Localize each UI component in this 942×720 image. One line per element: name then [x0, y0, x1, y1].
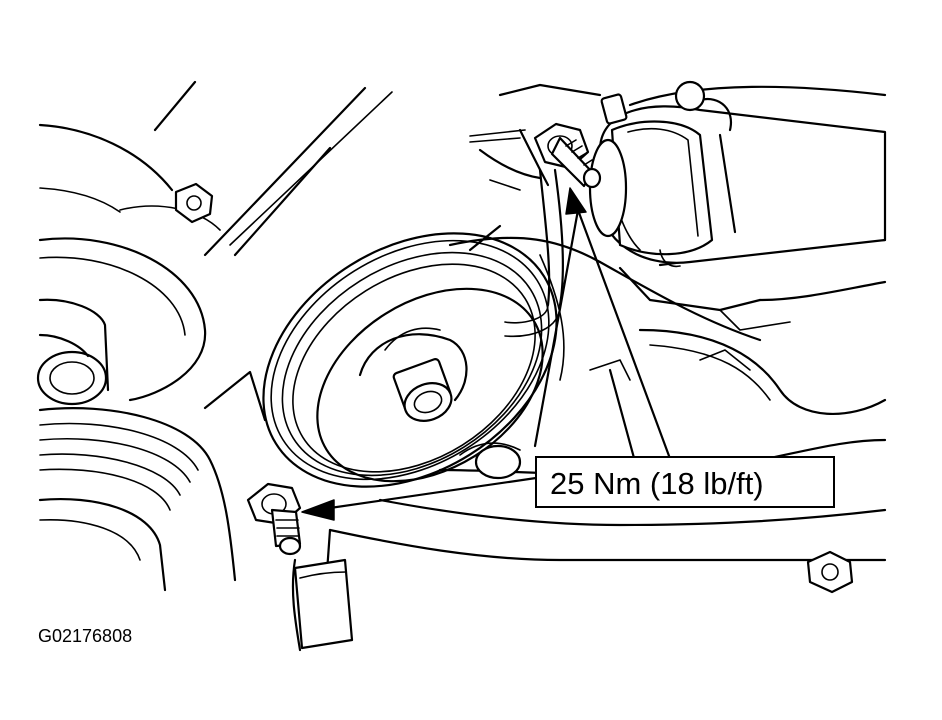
lower-arrowhead — [301, 499, 335, 521]
torque-callout: 25 Nm (18 lb/ft) — [535, 456, 835, 508]
lower-mounting-nut — [246, 482, 302, 556]
engine-block-outline — [38, 80, 393, 257]
left-pulley — [36, 237, 207, 406]
hex-bolt-top-left — [174, 182, 214, 224]
upper-hose — [588, 80, 887, 268]
torque-spec-label: 25 Nm (18 lb/ft) — [550, 466, 764, 501]
torque-callout-box — [535, 456, 835, 508]
figure-id: G02176808 — [38, 626, 133, 646]
lower-left-pulley — [38, 370, 267, 592]
upper-arrowhead — [565, 187, 587, 215]
hex-bolt-lower-right — [806, 550, 854, 594]
callout-leaders — [301, 187, 674, 521]
lower-hose — [291, 498, 887, 652]
upper-mounting-nut — [533, 122, 602, 189]
